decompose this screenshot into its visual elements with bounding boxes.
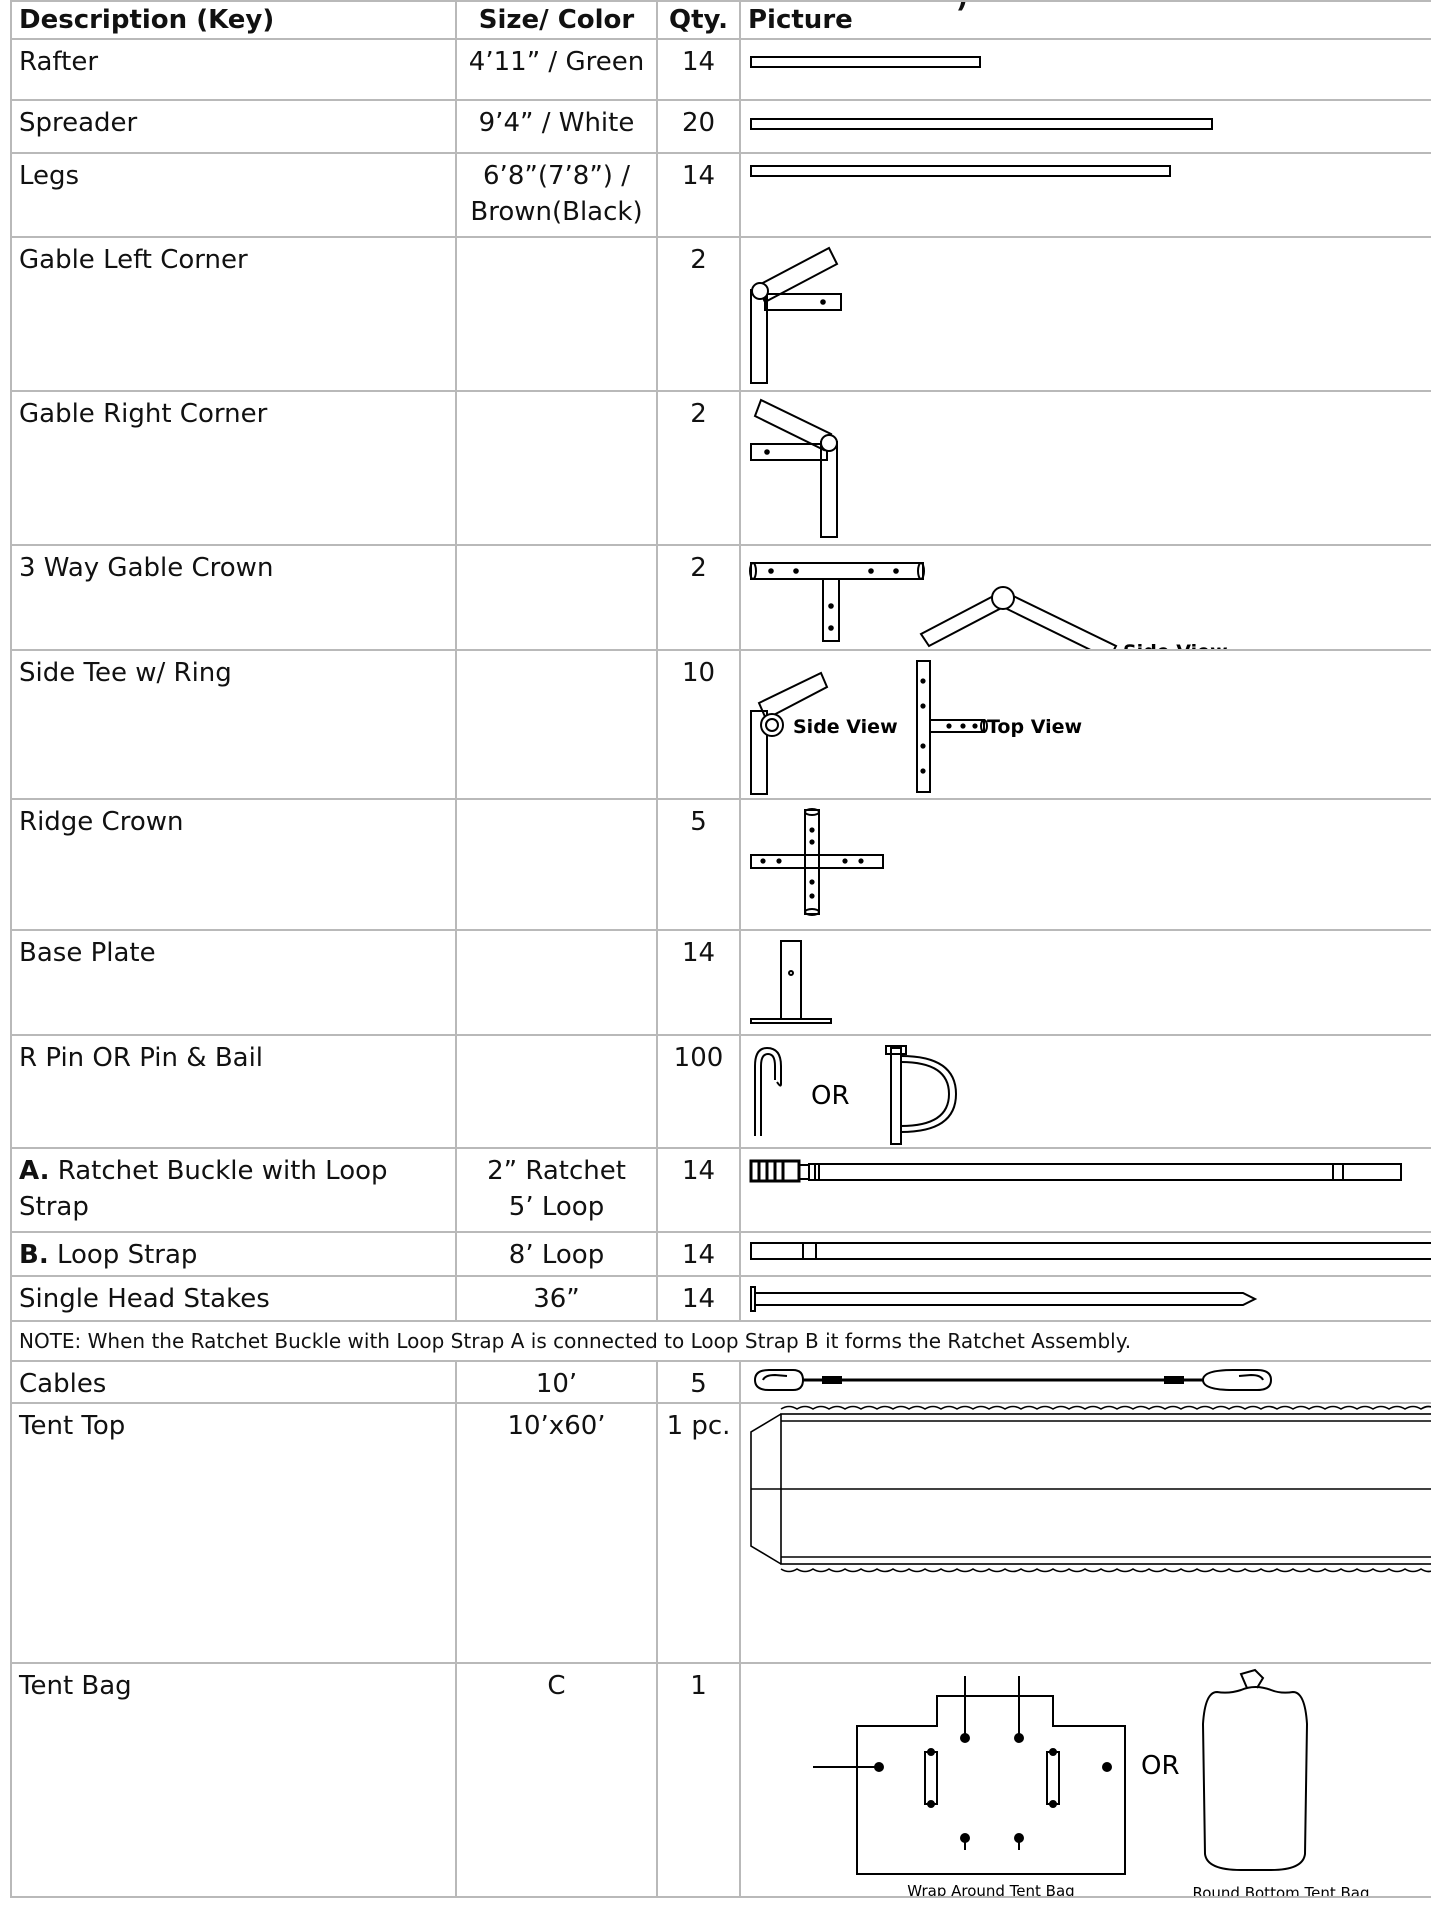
note-row: NOTE: When the Ratchet Buckle with Loop …: [10, 1320, 1431, 1362]
rafter-pole-drawing: [750, 56, 981, 68]
table-row: Gable Right Corner 2: [10, 390, 1431, 546]
table-row: Ridge Crown 5: [10, 798, 1431, 931]
table-row: Spreader 9’4” / White 20: [10, 99, 1431, 154]
row-description: A. Ratchet Buckle with Loop Strap: [19, 1156, 388, 1222]
row-description: Tent Bag: [19, 1671, 132, 1701]
row-qty: 2: [690, 245, 707, 275]
row-size: [458, 393, 655, 396]
table-row: A. Ratchet Buckle with Loop Strap 2” Rat…: [10, 1147, 1431, 1233]
row-size: 4’11” / Green: [468, 47, 645, 77]
row-qty: 10: [681, 658, 716, 688]
ratchet-assembly-note: NOTE: When the Ratchet Buckle with Loop …: [19, 1329, 1132, 1353]
row-description: Ridge Crown: [19, 807, 184, 837]
row-description: B. Loop Strap: [19, 1240, 198, 1270]
row-qty: 20: [681, 108, 716, 138]
row-size: 36”: [533, 1284, 580, 1314]
spreader-pole-drawing: [750, 118, 1213, 130]
parts-table: Description (Key) Size/ Color Qty. Pictu…: [10, 0, 1431, 1898]
row-description: Base Plate: [19, 938, 156, 968]
row-qty: 14: [681, 938, 716, 968]
row-description: Side Tee w/ Ring: [19, 658, 232, 688]
row-qty: 14: [681, 1156, 716, 1186]
header-description: Description (Key): [19, 5, 275, 35]
row-size: [458, 801, 655, 804]
three-way-gable-crown-drawing: Side View: [749, 562, 1228, 650]
row-size: 10’: [535, 1369, 578, 1399]
r-pin-and-pin-bail-drawing: OR: [754, 1045, 958, 1145]
table-row: Single Head Stakes 36” 14: [10, 1275, 1431, 1322]
row-size: [458, 239, 655, 242]
or-label: OR: [811, 1081, 850, 1111]
table-row: Gable Left Corner 2: [10, 236, 1431, 392]
row-size: 9’4” / White: [478, 108, 635, 138]
row-qty: 2: [690, 399, 707, 429]
side-view-label: Side View: [793, 716, 898, 738]
row-size: [458, 1037, 655, 1040]
table-row: 3 Way Gable Crown 2 Side View: [10, 544, 1431, 651]
cable-drawing: [753, 1369, 1273, 1391]
row-size: 6’8”(7’8”) /Brown(Black): [470, 161, 643, 227]
row-qty: 14: [681, 1240, 716, 1270]
wrap-around-bag-label: Wrap Around Tent Bag: [907, 1882, 1074, 1897]
side-view-label: Side View: [1123, 641, 1228, 650]
row-qty: 14: [681, 47, 716, 77]
gable-left-corner-drawing: [750, 246, 842, 384]
row-description: Gable Left Corner: [19, 245, 248, 275]
row-description: Tent Top: [19, 1411, 126, 1441]
row-qty: 1 pc.: [666, 1411, 731, 1441]
row-size: [458, 932, 655, 935]
row-qty: 5: [690, 807, 707, 837]
table-row: Tent Top 10’x60’ 1 pc.: [10, 1402, 1431, 1664]
table-row: Rafter 4’11” / Green 14: [10, 38, 1431, 101]
row-description: Rafter: [19, 47, 99, 77]
header-row: Description (Key) Size/ Color Qty. Pictu…: [10, 0, 1431, 40]
tent-top-drawing: [750, 1405, 1430, 1573]
top-view-label: Top View: [987, 716, 1082, 738]
leg-pole-drawing: [750, 165, 1171, 177]
row-description: Spreader: [19, 108, 138, 138]
header-picture: Picture: [748, 5, 853, 35]
row-qty: 2: [690, 553, 707, 583]
ridge-crown-drawing: [750, 808, 884, 916]
table-row: Legs 6’8”(7’8”) /Brown(Black) 14: [10, 152, 1431, 238]
loop-strap-drawing: [750, 1242, 1430, 1260]
row-size: 10’x60’: [507, 1411, 606, 1441]
row-size: [458, 547, 655, 550]
row-size: 8’ Loop: [508, 1240, 605, 1270]
header-qty: Qty.: [669, 5, 728, 35]
row-description: 3 Way Gable Crown: [19, 553, 274, 583]
or-label: OR: [1141, 1751, 1180, 1781]
row-size: [458, 652, 655, 655]
side-tee-with-ring-drawing: Side View Top View: [750, 660, 1082, 795]
row-qty: 5: [690, 1369, 707, 1399]
row-size: C: [547, 1671, 566, 1701]
ratchet-buckle-strap-drawing: [749, 1159, 1402, 1183]
row-qty: 100: [673, 1043, 724, 1073]
gable-right-corner-drawing: [750, 398, 838, 538]
table-row: Cables 10’ 5: [10, 1360, 1431, 1404]
row-description: Legs: [19, 161, 80, 191]
table-row: Base Plate 14: [10, 929, 1431, 1036]
row-description: Cables: [19, 1369, 107, 1399]
table-row: B. Loop Strap 8’ Loop 14: [10, 1231, 1431, 1277]
table-row: Side Tee w/ Ring 10 Side View Top View: [10, 649, 1431, 800]
header-size-color: Size/ Color: [478, 5, 635, 35]
stake-drawing: [750, 1286, 1258, 1312]
round-bottom-bag-label: Round Bottom Tent Bag: [1192, 1884, 1369, 1897]
tent-bag-drawing: OR Wrap Around Tent Bag Round Bottom Ten…: [813, 1668, 1370, 1897]
row-qty: 14: [681, 161, 716, 191]
row-qty: 14: [681, 1284, 716, 1314]
table-row: R Pin OR Pin & Bail 100 OR: [10, 1034, 1431, 1149]
base-plate-drawing: [750, 940, 832, 1024]
row-qty: 1: [690, 1671, 707, 1701]
row-description: Gable Right Corner: [19, 399, 268, 429]
row-description: Single Head Stakes: [19, 1284, 270, 1314]
table-row: Tent Bag C 1 OR Wrap Around Tent Bag Rou…: [10, 1662, 1431, 1898]
row-description: R Pin OR Pin & Bail: [19, 1043, 264, 1073]
